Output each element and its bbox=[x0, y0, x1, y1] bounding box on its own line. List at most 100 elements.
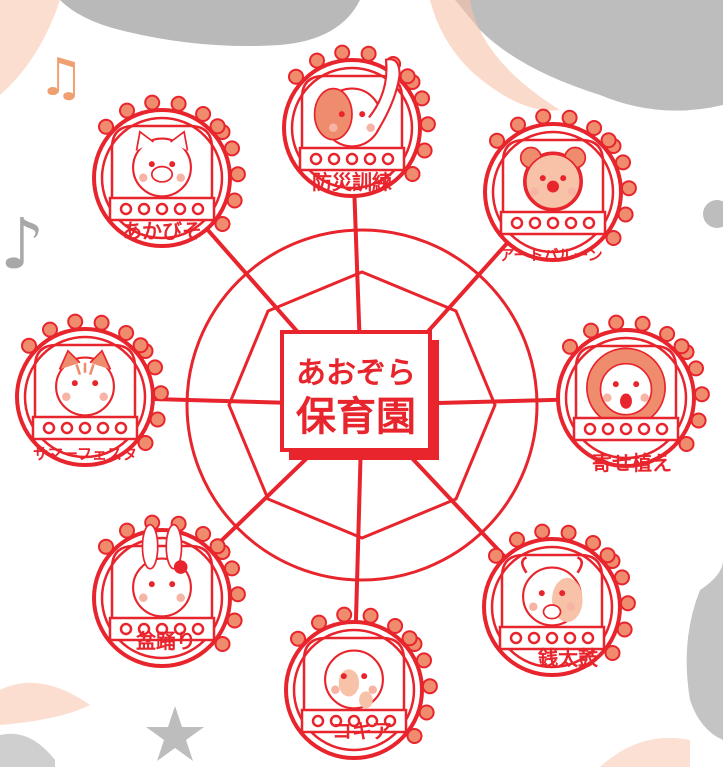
eye-right bbox=[361, 673, 368, 680]
gondola-bumps bbox=[21, 313, 169, 451]
gondola-window bbox=[300, 74, 404, 148]
gondola-inner-ring bbox=[292, 628, 416, 752]
cheek-right bbox=[368, 685, 377, 694]
gondola-sill bbox=[499, 210, 607, 236]
gondola: 銭太鼓 bbox=[482, 523, 636, 677]
gondola-inner-ring bbox=[100, 536, 224, 660]
peach-dots-bottom-right bbox=[600, 737, 690, 767]
sill-hole bbox=[563, 631, 577, 645]
gondola-inner-ring bbox=[23, 335, 147, 459]
elephant-ear bbox=[313, 87, 353, 141]
eye-left bbox=[340, 673, 347, 680]
sill-hole bbox=[173, 202, 187, 216]
sill-hole bbox=[311, 714, 325, 728]
center-plaque: あおぞら 保育園 bbox=[280, 330, 439, 460]
gondola-inner-ring bbox=[490, 545, 614, 669]
sill-hole bbox=[42, 421, 56, 435]
cheek-left bbox=[529, 602, 538, 611]
gondola-sill bbox=[108, 196, 216, 222]
gondola-label: アートバルーン bbox=[499, 246, 602, 264]
sill-hole bbox=[546, 216, 560, 230]
sill-hole bbox=[191, 202, 205, 216]
gondola-inner-ring bbox=[290, 66, 414, 190]
cheek-left bbox=[139, 593, 148, 602]
gondola: アートバルーン bbox=[483, 108, 637, 264]
music-note-icon: ♫ bbox=[38, 48, 85, 108]
wheel-frame bbox=[185, 228, 539, 582]
sill-hole bbox=[327, 152, 341, 166]
gondola-label: コキア bbox=[332, 719, 392, 743]
sill-hole bbox=[119, 622, 133, 636]
lion-icon bbox=[586, 347, 666, 428]
sill-hole bbox=[329, 714, 343, 728]
center-plaque-face bbox=[280, 330, 432, 452]
sill-hole bbox=[155, 622, 169, 636]
sill-hole bbox=[383, 714, 397, 728]
lion-face bbox=[599, 362, 653, 416]
elephant-icon bbox=[313, 58, 401, 148]
eye-left bbox=[612, 381, 619, 388]
sill-hole bbox=[564, 216, 578, 230]
pig-ears bbox=[135, 130, 189, 151]
sill-hole bbox=[173, 622, 187, 636]
gondola: 盆踊り bbox=[92, 514, 246, 668]
sill-hole bbox=[527, 631, 541, 645]
sill-hole bbox=[363, 152, 377, 166]
gondola-bumps bbox=[562, 314, 710, 452]
gondola-sill bbox=[298, 146, 406, 172]
cow-horns bbox=[520, 556, 584, 574]
gondola-inner-ring bbox=[100, 116, 224, 240]
sill-hole bbox=[137, 622, 151, 636]
gondola-label: サマーフェスタ bbox=[33, 445, 137, 463]
sill-hole bbox=[510, 216, 524, 230]
photo-corner-right bbox=[686, 560, 723, 740]
sill-hole bbox=[137, 202, 151, 216]
photo-corner-top-left bbox=[60, 0, 360, 46]
sill-hole bbox=[581, 631, 595, 645]
gondola: サマーフェスタ bbox=[15, 313, 169, 467]
rabbit-flower bbox=[173, 560, 188, 574]
eye-left bbox=[148, 581, 155, 588]
eye-left bbox=[539, 175, 546, 182]
gondola-window bbox=[110, 544, 214, 618]
eye-left bbox=[338, 111, 345, 118]
sill-hole bbox=[119, 202, 133, 216]
sill-hole bbox=[637, 422, 651, 436]
center-title-line1: あおぞら bbox=[296, 356, 416, 391]
cheek-right bbox=[566, 602, 575, 611]
sill-hole bbox=[191, 622, 205, 636]
sill-hole bbox=[96, 421, 110, 435]
eye-right bbox=[559, 590, 566, 597]
gondola-inner-ring bbox=[564, 336, 688, 460]
pig-icon bbox=[132, 130, 192, 198]
lion-mouth bbox=[620, 393, 632, 409]
sill-hole bbox=[365, 714, 379, 728]
gondola-window bbox=[110, 124, 214, 198]
cow-nose bbox=[542, 604, 562, 620]
gondola-window bbox=[501, 138, 605, 212]
gondola-label: 銭太鼓 bbox=[537, 646, 599, 670]
cheek-right bbox=[176, 593, 185, 602]
sill-hole bbox=[381, 152, 395, 166]
peach-dots-top-left bbox=[0, 0, 60, 95]
wheel-inner-octagon bbox=[227, 270, 497, 540]
sill-hole bbox=[528, 216, 542, 230]
gondola-label: 寄せ植え bbox=[592, 451, 672, 475]
sill-hole bbox=[545, 631, 559, 645]
gondola-window bbox=[302, 636, 406, 710]
star-icon bbox=[146, 706, 204, 761]
gondola-label: あかびそ bbox=[122, 219, 202, 243]
giraffe-icon bbox=[324, 649, 384, 710]
gondola-sill bbox=[498, 625, 606, 651]
eye-right bbox=[169, 581, 176, 588]
cheek-left bbox=[139, 173, 148, 182]
sill-hole bbox=[509, 631, 523, 645]
rabbit-icon bbox=[132, 523, 192, 618]
sill-hole bbox=[655, 422, 669, 436]
gondola-label: 防災訓練 bbox=[312, 170, 392, 194]
rabbit-ear-right bbox=[165, 523, 183, 570]
gondola: 防災訓練 bbox=[282, 44, 436, 198]
cheek-left bbox=[329, 123, 338, 132]
